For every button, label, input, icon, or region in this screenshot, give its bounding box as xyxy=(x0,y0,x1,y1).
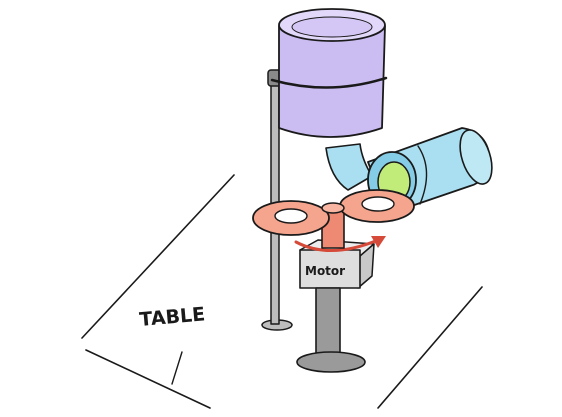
tube-end xyxy=(459,129,493,185)
table-label: TABLE xyxy=(139,303,206,331)
rotor xyxy=(252,189,415,249)
cylinder-band xyxy=(270,76,388,89)
pedestal-base xyxy=(296,351,366,373)
motor-label: Motor xyxy=(305,264,345,278)
left-disc xyxy=(252,200,330,236)
cylinder-body xyxy=(278,25,386,138)
motor: Motor xyxy=(299,239,375,289)
right-disc xyxy=(339,189,415,223)
rotor-shaft-top xyxy=(321,202,345,214)
pedestal-stand xyxy=(296,287,366,373)
motor-front xyxy=(299,249,361,289)
rotation-arrow xyxy=(294,238,380,252)
tube-elbow xyxy=(325,143,373,191)
purple-cylinder xyxy=(270,8,388,138)
rotation-arrowhead xyxy=(371,236,386,248)
table-outline xyxy=(81,174,483,409)
pedestal-post xyxy=(315,287,341,361)
